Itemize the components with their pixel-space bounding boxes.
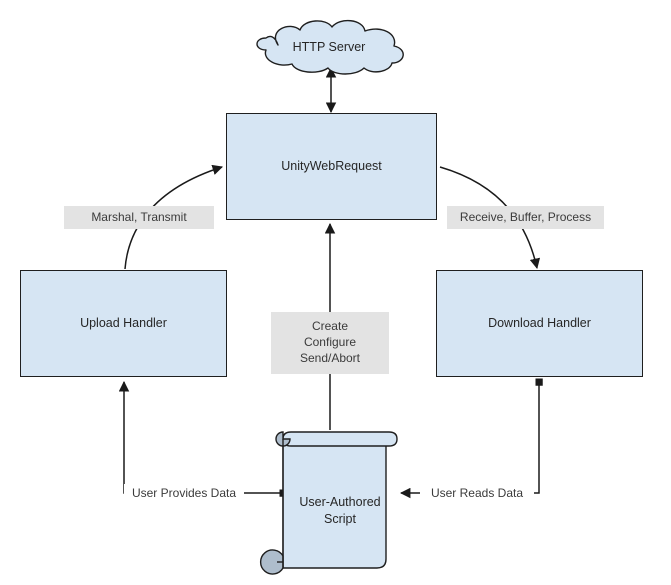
node-http-server[interactable]: HTTP Server <box>248 18 410 76</box>
node-unitywebrequest[interactable]: UnityWebRequest <box>226 113 437 220</box>
edge-label-user-provides-data: User Provides Data <box>124 484 244 501</box>
edge-label-user-reads-data: User Reads Data <box>420 484 534 501</box>
node-upload-handler[interactable]: Upload Handler <box>20 270 227 377</box>
edge-label-create-configure-send-abort: Create Configure Send/Abort <box>271 312 389 374</box>
node-download-handler[interactable]: Download Handler <box>436 270 643 377</box>
scroll-shape <box>259 431 398 575</box>
node-user-authored-script[interactable]: User-Authored Script <box>255 428 405 576</box>
node-unitywebrequest-label: UnityWebRequest <box>281 159 382 174</box>
edge-label-receive-buffer-process: Receive, Buffer, Process <box>447 206 604 229</box>
cloud-shape <box>256 20 404 75</box>
node-upload-handler-label: Upload Handler <box>80 316 167 331</box>
edge-download-to-script <box>399 378 543 499</box>
edge-label-marshal-transmit: Marshal, Transmit <box>64 206 214 229</box>
node-download-handler-label: Download Handler <box>488 316 591 331</box>
